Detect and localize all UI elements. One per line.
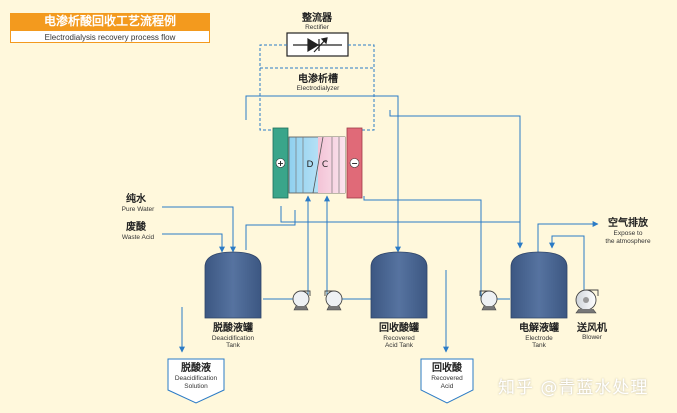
diode-icon <box>293 37 342 53</box>
cathode-sign: − <box>351 159 358 168</box>
pump-icon <box>292 290 311 311</box>
pump3-to-ed <box>363 196 482 299</box>
dilute-chamber-label: D <box>307 160 314 170</box>
deacid-return-line <box>245 210 296 250</box>
recovered-acid-output: 回收酸 Recovered Acid <box>420 358 474 404</box>
concentrate-chamber-label: C <box>322 160 328 170</box>
pure-water-label-en: Pure Water <box>122 206 155 213</box>
rectifier: 整流器 Rectifier <box>286 11 349 57</box>
recovered-tank-label-en1: Recovered <box>383 335 415 342</box>
anode-sign: + <box>277 159 284 168</box>
exhaust-label-group: 空气排放 Expose to the atmosphere <box>605 216 651 245</box>
blower-label: 送风机 <box>576 321 607 334</box>
electrode-return-line <box>280 206 523 249</box>
recovered-acid-label: 回收酸 <box>432 361 463 374</box>
waste-acid-line <box>162 233 225 253</box>
exhaust-label-en2: the atmosphere <box>605 238 651 245</box>
recovered-tank-label-en2: Acid Tank <box>385 342 414 349</box>
electrode-tank: 电解液罐 Electrode Tank <box>510 251 568 349</box>
input-pure-water: 纯水 Pure Water <box>122 192 155 213</box>
pure-water-line <box>162 206 236 253</box>
recovered-acid-label-en2: Acid <box>441 383 454 390</box>
blower-line <box>549 235 585 290</box>
electrical-wiring <box>259 44 375 131</box>
input-waste-acid: 废酸 Waste Acid <box>122 220 155 241</box>
recovered-tank-label: 回收酸罐 <box>379 321 419 334</box>
diagram-title: 电渗析酸回收工艺流程例 <box>10 13 210 30</box>
anode-icon <box>275 158 286 168</box>
deacid-tank-label-en1: Deacidification <box>212 335 255 342</box>
electrodialyzer-label: 电渗析槽 <box>298 72 338 85</box>
rectifier-label: 整流器 <box>301 11 333 24</box>
deacid-solution-label-en2: Solution <box>184 383 208 390</box>
electrodialyzer-label-en: Electrodialyzer <box>297 85 340 92</box>
rectifier-label-en: Rectifier <box>305 24 330 31</box>
ed-concentrate-chamber <box>318 137 345 193</box>
recovered-acid-label-en1: Recovered <box>431 375 463 382</box>
blower-label-en: Blower <box>582 334 603 341</box>
recovered-return-line <box>245 95 401 253</box>
watermark: 知乎 @青蓝水处理 <box>498 378 649 398</box>
electrode-tank-label-en2: Tank <box>532 342 546 349</box>
deacid-solution-label-en1: Deacidification <box>175 375 218 382</box>
cathode-icon <box>349 158 360 168</box>
deacid-tank-label-en2: Tank <box>226 342 240 349</box>
diagram-subtitle: Electrodialysis recovery process flow <box>10 30 210 43</box>
electrodialyzer: 电渗析槽 Electrodialyzer D C + − <box>272 72 363 199</box>
deacidification-tank: 脱酸液罐 Deacidification Tank <box>204 251 262 349</box>
pure-water-label: 纯水 <box>126 192 147 205</box>
deacidification-solution-output: 脱酸液 Deacidification Solution <box>167 358 225 404</box>
flow-lines <box>162 95 599 353</box>
electrode-tank-label: 电解液罐 <box>519 321 559 334</box>
pump-icon <box>479 290 498 311</box>
deacid-solution-label: 脱酸液 <box>181 361 211 374</box>
pump-icon <box>324 290 343 311</box>
exhaust-label-en1: Expose to <box>614 230 643 237</box>
blower-icon <box>575 289 599 314</box>
exhaust-line <box>537 221 599 252</box>
top-electrode-link <box>389 110 521 248</box>
exhaust-label: 空气排放 <box>608 216 649 229</box>
waste-acid-label: 废酸 <box>126 220 147 233</box>
deacid-tank-label: 脱酸液罐 <box>213 321 253 334</box>
recovered-acid-tank: 回收酸罐 Recovered Acid Tank <box>370 251 428 349</box>
electrode-tank-label-en1: Electrode <box>525 335 553 342</box>
waste-acid-label-en: Waste Acid <box>122 234 155 241</box>
